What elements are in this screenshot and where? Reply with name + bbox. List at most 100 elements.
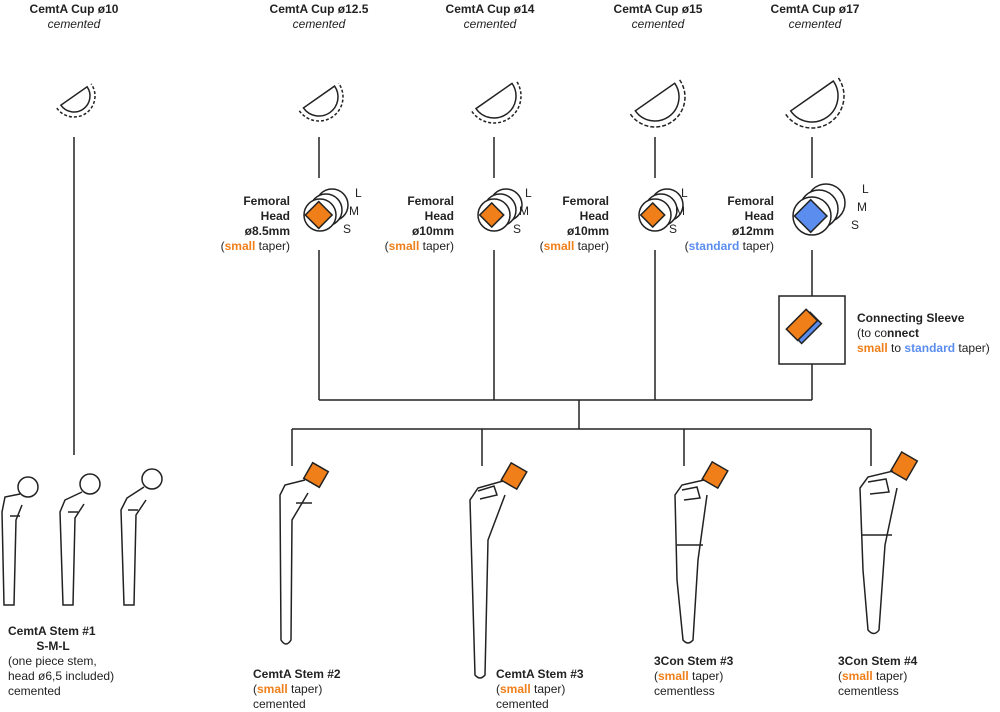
size-s-3: S (669, 222, 678, 236)
head-taper-line: (small taper) (220, 239, 290, 253)
stem-label-2: CemtA Stem #2 (small taper) cemented (253, 667, 341, 712)
head-label-line3: ø10mm (411, 224, 454, 238)
head-label-line1: Femoral (562, 194, 609, 208)
sleeve-end: taper) (958, 341, 990, 355)
taper-word: taper (692, 669, 720, 683)
cup-note-14: cemented (463, 17, 517, 31)
head-taper-line: (small taper) (384, 239, 454, 253)
sleeve-label: Connecting Sleeve (to connect small to s… (857, 311, 990, 356)
stem-note: cemented (496, 697, 549, 711)
stem-label-3: CemtA Stem #3 (small taper) cemented (496, 667, 584, 712)
stem-label-4: 3Con Stem #3 (small taper) cementless (654, 654, 733, 699)
femoral-head-icon-4 (792, 183, 846, 236)
cup-icon-10 (56, 83, 96, 118)
taper-small: small (658, 669, 689, 683)
size-l-2: L (525, 186, 532, 200)
stem-taper-line: (small taper) (496, 682, 566, 696)
cemta-stem-3-icon (469, 461, 528, 679)
head-label-line1: Femoral (243, 194, 290, 208)
stem-taper-line: (small taper) (654, 669, 724, 683)
size-s-4: S (851, 218, 860, 232)
size-m-4: M (857, 200, 867, 214)
cup-icon-12-5 (298, 82, 344, 122)
cup-note-10: cemented (47, 17, 101, 31)
taper-word: taper (258, 239, 286, 253)
cup-title-12-5: CemtA Cup ø12.5 (269, 2, 369, 16)
size-s-2: S (513, 222, 522, 236)
stem-note: cementless (654, 684, 715, 698)
cup-note-12-5: cemented (292, 17, 346, 31)
taper-small: small (257, 682, 288, 696)
stem-note: cementless (838, 684, 899, 698)
taper-word: taper (742, 239, 770, 253)
sleeve-text-bold: nnect (887, 326, 920, 340)
3con-stem-4-icon (859, 450, 919, 635)
head-label-line2: Head (260, 209, 290, 223)
cup-title-10: CemtA Cup ø10 (29, 2, 119, 16)
stem-line5: cemented (8, 684, 61, 698)
cemta-stem-1-icon (1, 468, 163, 606)
stem-taper-line: (small taper) (838, 669, 908, 683)
stem-sub: S-M-L (36, 639, 70, 653)
sleeve-line2: (to connect (857, 326, 990, 341)
head-label-3: Femoral Head ø10mm (small taper) (519, 194, 609, 254)
stem-taper-line: (small taper) (253, 682, 323, 696)
head-label-line3: ø12mm (731, 224, 774, 238)
stem-line3: (one piece stem, (8, 654, 97, 668)
cup-icon-17 (785, 77, 845, 129)
cup-icon-14 (471, 80, 522, 124)
cup-title-15: CemtA Cup ø15 (613, 2, 703, 16)
taper-small: small (388, 239, 420, 253)
connector-lines (73, 137, 872, 466)
stem-label-1: CemtA Stem #1 S-M-L (one piece stem, hea… (8, 624, 114, 699)
taper-small: small (857, 341, 888, 355)
size-l-3: L (681, 186, 688, 200)
taper-word: taper (291, 682, 319, 696)
head-label-line3: ø8.5mm (244, 224, 290, 238)
stem-title: 3Con Stem #3 (654, 654, 734, 668)
stem-title: CemtA Stem #3 (496, 667, 584, 681)
head-label-line1: Femoral (407, 194, 454, 208)
head-label-line3: ø10mm (566, 224, 609, 238)
taper-standard: standard (904, 341, 956, 355)
head-taper-line: (standard taper) (684, 239, 774, 253)
3con-stem-3-icon (674, 460, 729, 644)
stem-line4: head ø6,5 included) (8, 669, 115, 683)
connecting-sleeve-icon (778, 295, 846, 365)
size-s-1: S (343, 222, 352, 236)
sleeve-title: Connecting Sleeve (857, 311, 965, 325)
stem-title: CemtA Stem #1 (8, 624, 96, 638)
cup-title-17: CemtA Cup ø17 (770, 2, 860, 16)
cup-note-17: cemented (788, 17, 842, 31)
head-taper-line: (small taper) (539, 239, 609, 253)
stem-title: CemtA Stem #2 (253, 667, 341, 681)
head-label-2: Femoral Head ø10mm (small taper) (364, 194, 454, 254)
taper-word: taper (577, 239, 605, 253)
cup-note-15: cemented (631, 17, 685, 31)
taper-standard: standard (688, 239, 740, 253)
femoral-head-icon-2 (477, 188, 523, 232)
femoral-head-icon-3 (638, 188, 684, 232)
stem-title: 3Con Stem #4 (838, 654, 918, 668)
size-m-2: M (519, 204, 529, 218)
taper-small: small (224, 239, 256, 253)
taper-word: taper (534, 682, 562, 696)
cemta-stem-2-icon (279, 461, 330, 645)
head-label-line2: Head (744, 209, 774, 223)
cup-icon-15 (629, 79, 686, 128)
taper-small: small (543, 239, 575, 253)
taper-small: small (842, 669, 873, 683)
stem-label-5: 3Con Stem #4 (small taper) cementless (838, 654, 917, 699)
size-m-1: M (349, 204, 359, 218)
cup-title-14: CemtA Cup ø14 (445, 2, 535, 16)
head-label-line2: Head (424, 209, 454, 223)
sleeve-line3: small to standard taper) (857, 341, 990, 356)
size-m-3: M (675, 204, 685, 218)
size-l-1: L (355, 186, 362, 200)
taper-word: taper (422, 239, 450, 253)
size-l-4: L (862, 182, 869, 196)
taper-word: taper (876, 669, 904, 683)
sleeve-text: (to co (857, 326, 888, 340)
head-label-1: Femoral Head ø8.5mm (small taper) (200, 194, 290, 254)
